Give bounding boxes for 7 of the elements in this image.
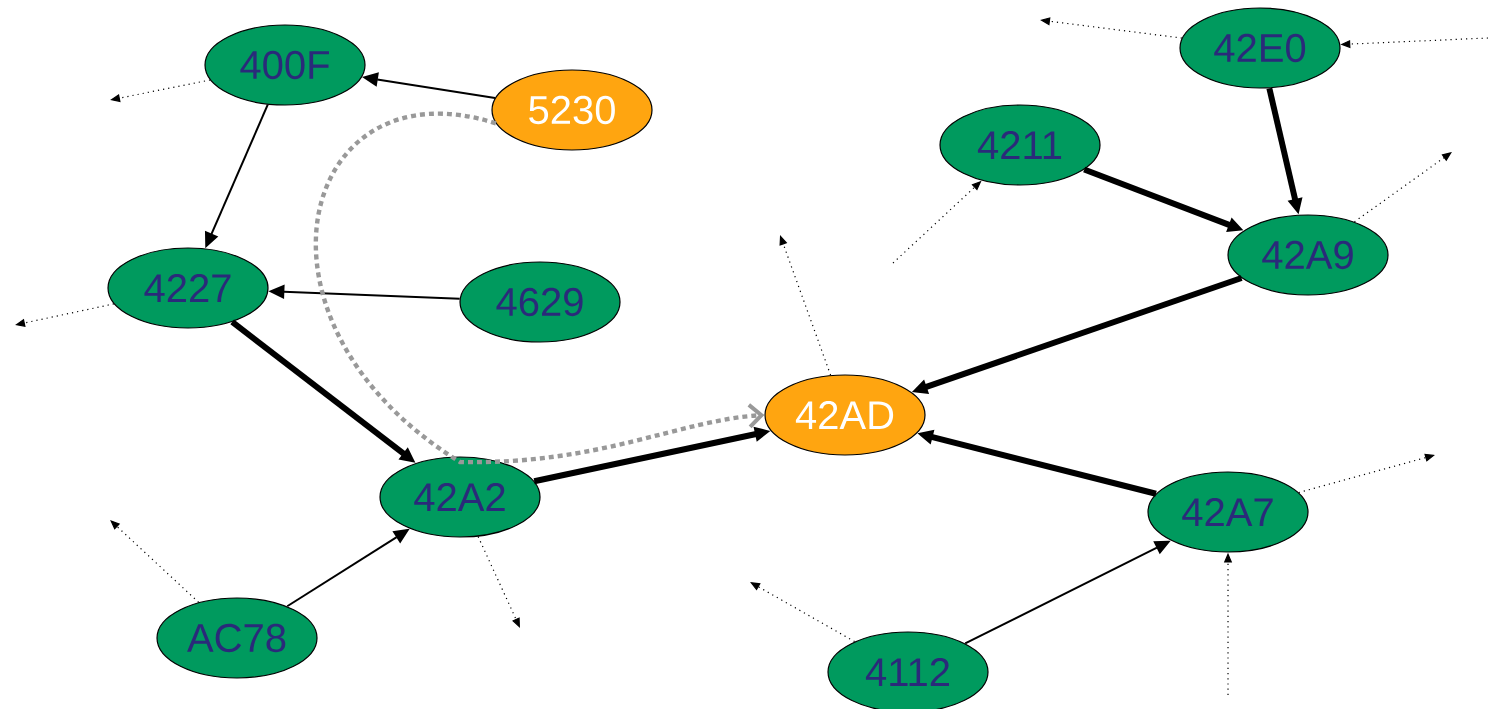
arrow bbox=[779, 235, 832, 376]
arrow bbox=[1353, 152, 1452, 223]
arrow bbox=[750, 582, 856, 643]
arrow bbox=[1298, 453, 1435, 494]
arrow bbox=[110, 520, 200, 603]
arrow bbox=[314, 112, 765, 465]
arrow bbox=[477, 535, 520, 628]
